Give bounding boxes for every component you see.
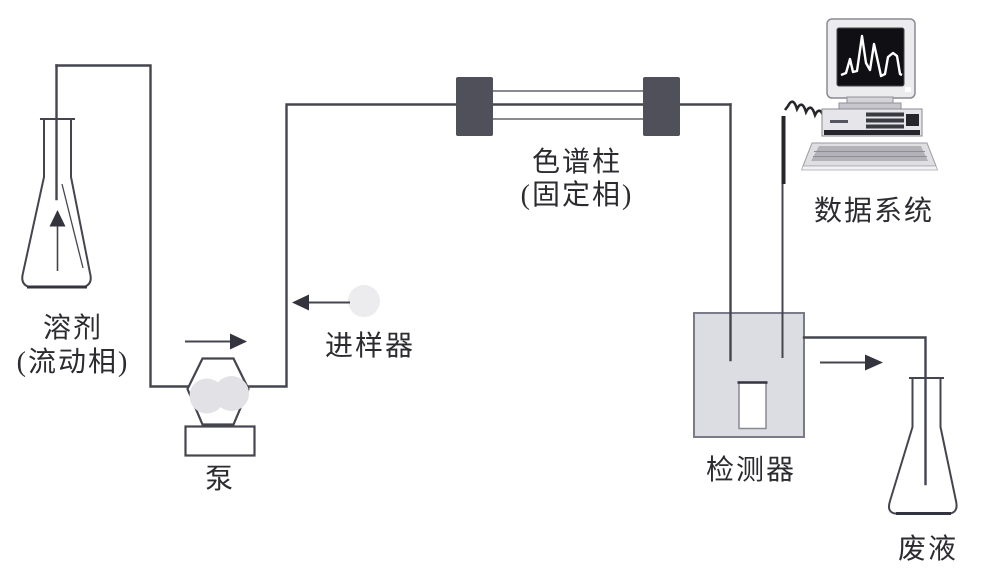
pump-piston-right <box>214 376 249 411</box>
detector-cell-window <box>738 381 767 430</box>
case-badge <box>830 120 848 123</box>
chromatogram-trace <box>840 34 903 78</box>
pump-label: 泵 <box>204 464 235 495</box>
detector-icon <box>693 103 805 438</box>
flask-highlight <box>61 183 84 269</box>
column-left-endfitting <box>456 77 493 136</box>
case-switch <box>906 114 919 126</box>
keyboard-front-edge <box>800 165 939 171</box>
computer-icon <box>781 18 939 184</box>
solvent-flask-icon <box>21 118 92 289</box>
injector-icon <box>292 285 380 317</box>
case-drive-slot-2 <box>866 118 904 123</box>
solvent-label-line2: (流动相) <box>16 347 130 378</box>
monitor-power-light <box>905 87 911 92</box>
solvent-label-line1: 溶剂 <box>42 313 103 344</box>
detector-label: 检测器 <box>705 455 796 486</box>
sample-drop-icon <box>348 285 380 317</box>
column-right-endfitting <box>643 77 680 136</box>
solvent-label: 溶剂 (流动相) <box>0 312 148 380</box>
column-label-line2: (固定相) <box>520 180 634 211</box>
injector-arrow-icon <box>292 294 309 311</box>
column-label-line1: 色谱柱 <box>531 147 622 178</box>
pump-icon <box>184 357 256 457</box>
case-bottom-strip <box>824 130 920 135</box>
waste-flask-icon <box>888 377 958 515</box>
keyboard-keys <box>811 146 928 161</box>
waste-flow-arrow-icon <box>820 354 883 371</box>
pump-flow-arrow-icon <box>185 333 247 350</box>
pump-base <box>184 425 256 457</box>
injector-label: 进样器 <box>324 331 415 362</box>
case-drive-slot-1 <box>866 112 904 117</box>
waste-tube <box>802 336 927 486</box>
case-drive-slot-3 <box>866 124 904 129</box>
coiled-cable-icon <box>783 100 826 119</box>
monitor-screen <box>836 27 905 87</box>
flask-highlight <box>942 439 956 494</box>
column-label: 色谱柱 (固定相) <box>492 146 662 212</box>
column-icon <box>456 77 680 136</box>
flow-up-arrow-icon <box>49 210 66 271</box>
monitor-stand-base <box>838 102 902 110</box>
data-system-label: 数据系统 <box>813 196 934 227</box>
waste-label: 废液 <box>897 534 958 565</box>
